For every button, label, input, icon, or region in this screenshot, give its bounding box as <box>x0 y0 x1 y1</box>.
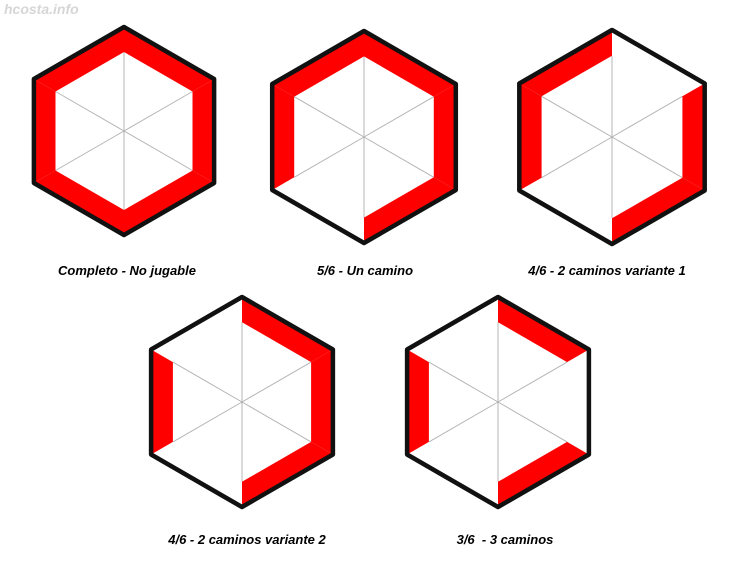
hexagon-outline <box>404 294 592 510</box>
path-segment <box>519 30 612 97</box>
path-segment <box>242 441 333 507</box>
spoke-line <box>293 136 365 178</box>
spoke-line <box>363 96 435 138</box>
path-segment <box>311 349 333 455</box>
spoke-line <box>428 361 499 403</box>
spoke-line <box>55 91 125 132</box>
hexagon-outline <box>148 294 336 510</box>
hexagon-outline <box>31 24 217 238</box>
path-segment <box>682 83 705 191</box>
hexagon-1 <box>31 24 217 238</box>
spoke-line <box>123 91 193 132</box>
spoke-line <box>497 401 568 443</box>
spoke-line <box>172 401 243 443</box>
path-segment <box>612 177 705 244</box>
hexagon-3 <box>517 27 707 247</box>
path-segment <box>124 170 215 235</box>
spoke-line <box>363 136 435 178</box>
hexagon-5 <box>404 294 592 510</box>
spoke-line <box>55 130 125 171</box>
hexagon-caption: 3/6 - 3 caminos <box>456 532 554 547</box>
watermark: hcosta.info <box>4 1 79 17</box>
path-segment <box>519 83 542 191</box>
path-segment <box>242 297 333 363</box>
spoke-line <box>541 136 613 179</box>
path-segment <box>33 170 124 235</box>
path-segment <box>272 84 295 190</box>
path-segment <box>33 79 56 183</box>
path-segment <box>364 177 456 243</box>
hexagon-outline <box>517 27 707 247</box>
spoke-line <box>497 361 568 403</box>
spoke-line <box>611 136 683 179</box>
path-segment <box>364 31 456 97</box>
path-segment <box>151 349 173 455</box>
path-segment <box>498 297 589 363</box>
hexagon-4 <box>148 294 336 510</box>
spoke-line <box>541 95 613 138</box>
path-segment <box>407 349 429 455</box>
spoke-line <box>241 361 312 403</box>
path-segment <box>272 31 364 97</box>
path-segment <box>433 84 456 190</box>
hexagon-caption: Completo - No jugable <box>58 263 196 278</box>
path-segment <box>124 27 215 92</box>
hexagon-outline <box>269 28 459 246</box>
spoke-line <box>611 95 683 138</box>
hexagon-caption: 5/6 - Un camino <box>316 263 414 278</box>
spoke-line <box>293 96 365 138</box>
spoke-line <box>428 401 499 443</box>
path-segment <box>192 79 215 183</box>
hexagon-caption: 4/6 - 2 caminos variante 2 <box>168 532 326 547</box>
path-segment <box>33 27 124 92</box>
path-segment <box>498 441 589 507</box>
spoke-line <box>241 401 312 443</box>
hexagon-2 <box>269 28 459 246</box>
hexagon-caption: 4/6 - 2 caminos variante 1 <box>528 263 686 278</box>
spoke-line <box>172 361 243 403</box>
spoke-line <box>123 130 193 171</box>
